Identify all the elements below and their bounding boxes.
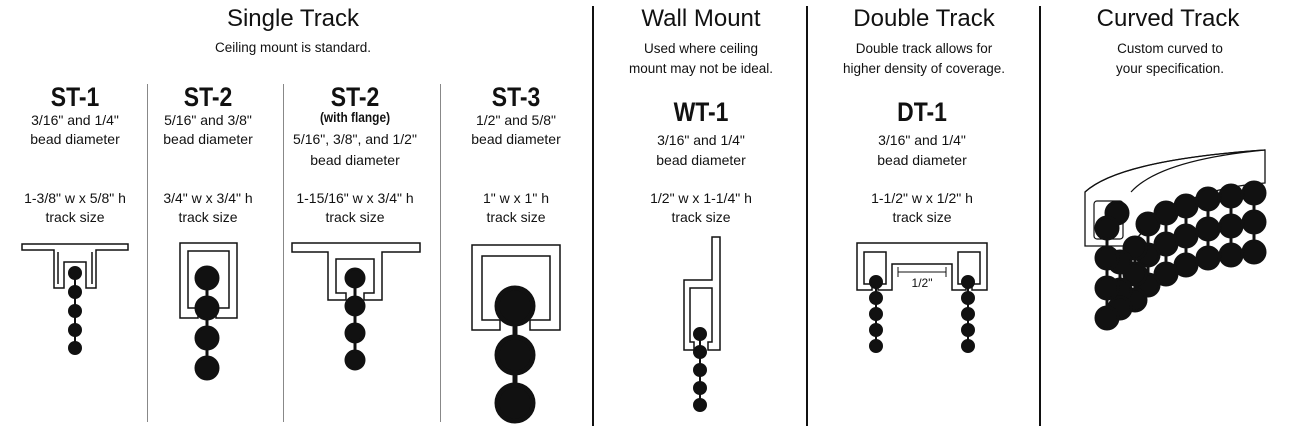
- track-size: 3/4" w x 3/4" h: [163, 190, 253, 206]
- track-size: 1/2" w x 1-1/4" h: [650, 190, 752, 206]
- section-subtitle: mount may not be ideal.: [628, 61, 774, 76]
- bead-size: 3/16" and 1/4": [657, 132, 745, 148]
- section-subtitle: Double track allows for: [855, 41, 993, 56]
- curved-track-illustration: [1084, 149, 1267, 331]
- bead-size: 1/2" and 5/8": [475, 112, 557, 128]
- section-divider: [1039, 6, 1041, 426]
- bead-label: bead diameter: [310, 152, 400, 168]
- track-size-label: track size: [45, 209, 105, 225]
- bead-size: 5/16", 3/8", and 1/2": [293, 131, 417, 147]
- model-name-st3: ST-3: [491, 82, 541, 112]
- divider: [283, 84, 284, 422]
- track-size-label: track size: [892, 209, 952, 225]
- st2-flange-track-profile: [291, 242, 421, 301]
- track-size-label: track size: [325, 209, 385, 225]
- section-subtitle: Used where ceiling: [643, 41, 759, 56]
- bead-label: bead diameter: [30, 131, 120, 147]
- divider: [147, 84, 148, 422]
- wt1-track-profile: [683, 236, 721, 351]
- section-subtitle: Custom curved to: [1117, 41, 1223, 56]
- bead-label: bead diameter: [163, 131, 253, 147]
- section-divider: [592, 6, 594, 426]
- model-name-dt1: DT-1: [897, 97, 947, 127]
- track-size-label: track size: [178, 209, 238, 225]
- section-title-wall-mount: Wall Mount: [641, 5, 761, 32]
- model-name-st2: ST-2: [183, 82, 233, 112]
- track-size: 1" w x 1" h: [483, 190, 549, 206]
- section-title-curved-track: Curved Track: [1096, 5, 1240, 32]
- divider: [440, 84, 441, 422]
- track-size-label: track size: [486, 209, 546, 225]
- bead-label: bead diameter: [471, 131, 561, 147]
- section-divider: [806, 6, 808, 426]
- bead-size: 3/16" and 1/4": [878, 132, 966, 148]
- model-name-wt1: WT-1: [673, 97, 729, 127]
- dimension-label: 1/2": [911, 276, 933, 290]
- st1-track-profile: [21, 243, 129, 289]
- st2-flange-bead-chain: [344, 267, 366, 371]
- bead-label: bead diameter: [656, 152, 746, 168]
- model-name-st1: ST-1: [50, 82, 100, 112]
- track-size: 1-1/2" w x 1/2" h: [871, 190, 973, 206]
- wt1-bead-chain: [693, 327, 707, 412]
- dimension-line: [897, 267, 947, 277]
- track-size: 1-15/16" w x 3/4" h: [296, 190, 414, 206]
- st2-bead-chain: [194, 265, 220, 381]
- section-subtitle: your specification.: [1115, 61, 1225, 76]
- st2-track-profile: [179, 242, 238, 319]
- bead-size: 3/16" and 1/4": [31, 112, 119, 128]
- bead-size: 5/16" and 3/8": [164, 112, 252, 128]
- section-subtitle: Ceiling mount is standard.: [214, 40, 372, 55]
- bead-label: bead diameter: [877, 152, 967, 168]
- dt1-bead-chains: [869, 275, 975, 353]
- section-title-single-track: Single Track: [226, 5, 360, 32]
- st3-bead-chain: [494, 285, 536, 424]
- track-size: 1-3/8" w x 5/8" h: [24, 190, 126, 206]
- section-subtitle: higher density of coverage.: [842, 61, 1006, 76]
- st1-bead-chain: [68, 266, 82, 355]
- track-size-label: track size: [671, 209, 731, 225]
- model-name-st2-flange: ST-2: [330, 82, 380, 112]
- section-title-double-track: Double Track: [853, 5, 995, 32]
- model-note: (with flange): [319, 109, 391, 125]
- st3-track-profile: [471, 244, 561, 331]
